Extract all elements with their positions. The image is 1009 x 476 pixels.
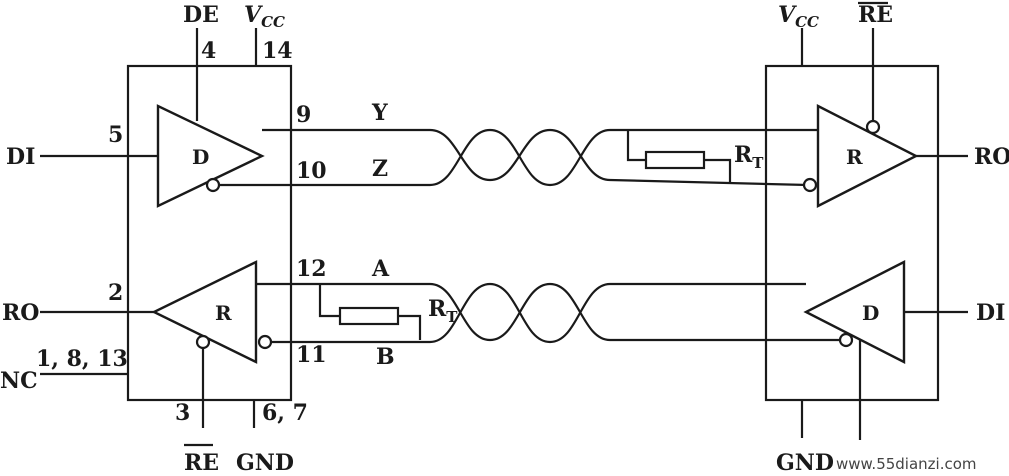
rt-top-label: RT — [734, 142, 764, 172]
ro-left-pin-number: 2 — [108, 280, 123, 306]
left-chip: D R DE 4 VCC 14 DI 5 RO 2 NC 1, 8, 13 3 … — [0, 2, 327, 476]
right-driver-letter: D — [862, 301, 879, 325]
a-pin-number: 12 — [296, 256, 327, 282]
left-receiver-re-bubble — [195, 334, 211, 350]
rt-top-lead-left — [626, 130, 646, 162]
rt-bottom-lead-left — [318, 284, 340, 318]
di-left-pin-number: 5 — [108, 122, 123, 148]
left-driver-invert-bubble — [205, 177, 221, 193]
nc-pin-numbers: 1, 8, 13 — [36, 346, 128, 372]
line-b — [271, 282, 806, 344]
gnd-left-label: GND — [236, 450, 294, 476]
a-line-label: A — [371, 256, 390, 282]
right-chip-body — [764, 64, 940, 402]
gnd-left-pin-numbers: 6, 7 — [262, 400, 308, 426]
line-y — [262, 128, 611, 182]
re-right-label: RE — [858, 2, 893, 28]
b-pin-number: 11 — [296, 342, 327, 368]
line-z-to-receiver — [609, 178, 809, 187]
rt-top-lead-right — [704, 158, 732, 183]
de-label: DE — [183, 2, 219, 28]
right-receiver-letter: R — [846, 145, 863, 169]
y-line-label: Y — [371, 100, 388, 126]
watermark: www.55dianzi.com — [836, 455, 977, 473]
right-driver-triangle — [803, 260, 906, 364]
vcc-left-pin-number: 14 — [262, 38, 293, 64]
re-left-label: RE — [184, 450, 219, 476]
left-receiver-letter: R — [215, 301, 232, 325]
rt-bottom-lead-right — [398, 314, 422, 340]
gnd-right-label: GND — [776, 450, 834, 476]
z-line-label: Z — [372, 156, 388, 182]
di-left-label: DI — [6, 144, 35, 170]
left-chip-body — [126, 64, 293, 402]
line-z — [219, 128, 820, 187]
ro-left-label: RO — [2, 300, 39, 326]
vcc-right-label: VCC — [778, 2, 819, 31]
right-driver-invert-bubble — [838, 332, 854, 348]
bus-lines: Y Z RT A B RT — [219, 100, 846, 370]
right-receiver-invert-bubble — [802, 177, 818, 193]
rt-bottom-label: RT — [428, 296, 458, 326]
rt-top-resistor — [644, 150, 706, 170]
b-line-label: B — [376, 344, 395, 370]
right-receiver-re-bubble — [865, 119, 881, 135]
vcc-left-label: VCC — [244, 2, 285, 31]
nc-label: NC — [0, 368, 38, 394]
de-pin-number: 4 — [201, 38, 216, 64]
right-receiver-triangle — [816, 104, 919, 208]
left-receiver-invert-bubble-b — [257, 334, 273, 350]
y-pin-number: 9 — [296, 102, 311, 128]
rt-bottom-resistor — [338, 306, 400, 326]
di-right-label: DI — [976, 300, 1005, 326]
right-chip: R D VCC RE RO DI GND — [764, 1, 1009, 476]
left-driver-letter: D — [192, 145, 209, 169]
z-pin-number: 10 — [296, 158, 327, 184]
line-a — [256, 282, 846, 342]
re-left-pin-number: 3 — [175, 400, 190, 426]
ro-right-label: RO — [974, 144, 1009, 170]
